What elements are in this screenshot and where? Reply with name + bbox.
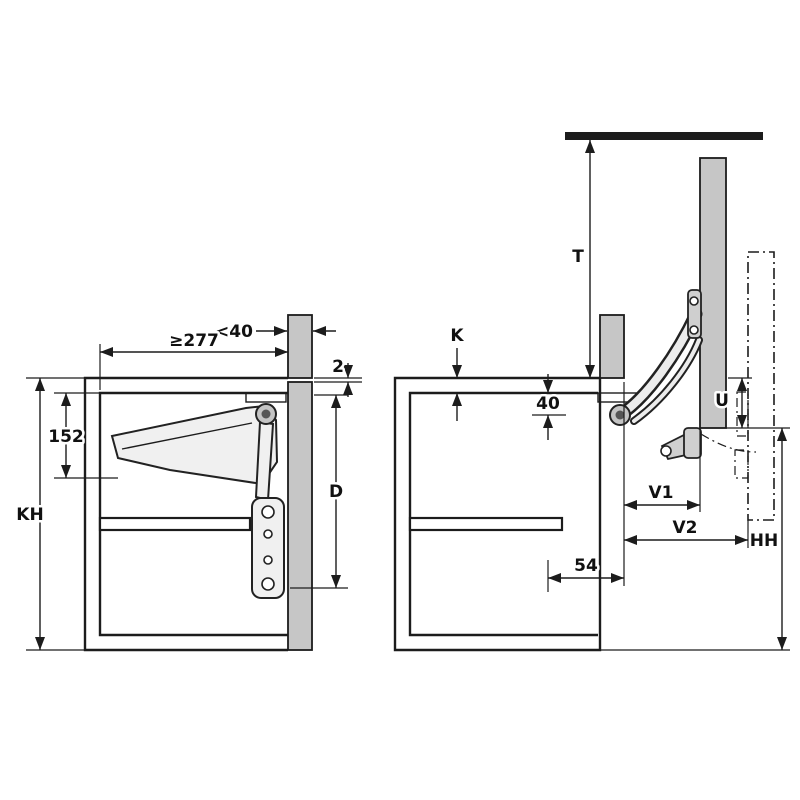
reveal-gap-label: 2 [332, 357, 344, 377]
cabinet-inner-outline [98, 391, 288, 637]
bracket-screw-hole [689, 325, 699, 335]
cabinet-outer-outline [83, 376, 288, 652]
pivot-setback-label: 54 [574, 556, 598, 576]
flap-door-ghost-position [747, 251, 775, 521]
top-clearance-label: K [450, 326, 464, 346]
cabinet-height-label: KH [16, 505, 43, 525]
ceiling-distance-label: T [572, 247, 584, 267]
bracket-screw-hole [689, 296, 699, 306]
lower-link-arm [254, 420, 275, 502]
lift-mechanism-housing [110, 404, 279, 486]
lever-pivot-hole [660, 445, 672, 457]
front-overlap-label: U [715, 391, 729, 411]
shelf [408, 516, 564, 532]
front-thickness-label: <40 [215, 322, 253, 342]
interior-depth-label: ≥277 [169, 331, 219, 351]
arm-pivot-axle [615, 410, 625, 420]
fitting-height-label: 152 [48, 427, 84, 447]
plate-screw-hole [261, 505, 275, 519]
cabinet-outer-outline [393, 376, 602, 652]
door-bracket-lower [683, 427, 702, 459]
fascia-panel [599, 314, 625, 379]
top-mount-bracket [245, 392, 287, 403]
ghost-bracket-lower [734, 449, 749, 479]
door-mounting-plate [251, 497, 285, 599]
secondary-link [632, 338, 701, 423]
door-travel-path [700, 433, 757, 453]
open-position-view: T K 40 U V1 V2 54 HH [393, 132, 790, 652]
protrusion-max-label: V2 [673, 518, 698, 538]
cabinet-inner-outline [408, 391, 598, 637]
fascia-panel [287, 314, 313, 379]
ceiling-bar [565, 132, 763, 140]
pivot-depth-label: 40 [536, 394, 560, 414]
flap-door-closed [287, 381, 313, 651]
closed-position-view: <40 ≥277 2 152 KH D [14, 314, 362, 652]
flap-door-open [699, 157, 727, 429]
front-height-label: HH [750, 531, 778, 551]
plate-screw-hole [261, 577, 275, 591]
plate-screw-hole [263, 555, 273, 565]
protrusion-open-label: V1 [649, 483, 674, 503]
opening-height-label: D [329, 482, 343, 502]
shelf [98, 516, 252, 532]
housing-detail-line [121, 422, 253, 450]
secondary-link-outline [630, 336, 703, 425]
arm-pivot-axle [261, 409, 271, 419]
plate-screw-hole [263, 529, 273, 539]
